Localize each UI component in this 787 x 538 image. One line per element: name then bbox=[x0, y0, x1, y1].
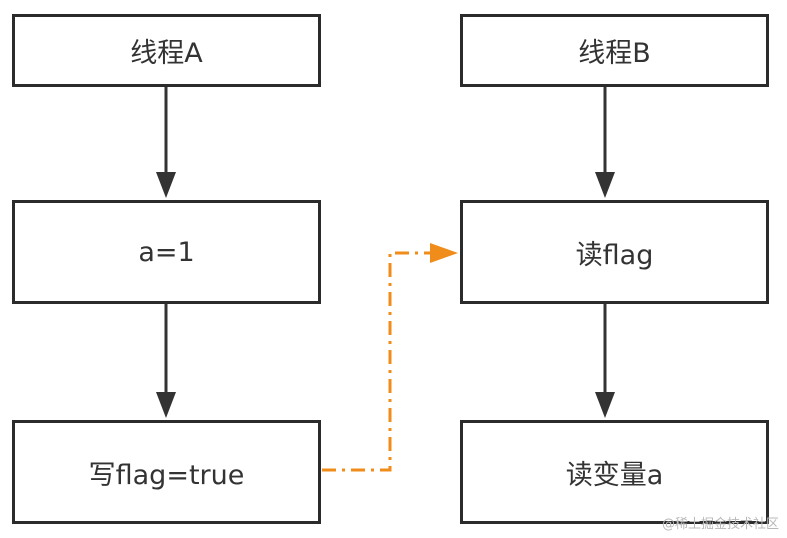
thread-a-step1-label: a=1 bbox=[138, 236, 195, 268]
thread-a-title: 线程A bbox=[130, 38, 203, 69]
arrowhead-a-step2 bbox=[156, 392, 176, 418]
thread-b-step1-label: 读flag bbox=[575, 239, 654, 271]
thread-b-step1-box: 读flag bbox=[460, 200, 769, 304]
thread-b-step2-box: 读变量a bbox=[460, 420, 769, 524]
thread-a-step2-label: 写flag=true bbox=[88, 459, 245, 491]
thread-a-step2-box: 写flag=true bbox=[12, 420, 321, 524]
cross-thread-connector bbox=[322, 251, 432, 472]
thread-a-title-box: 线程A bbox=[12, 14, 321, 87]
cross-thread-arrowhead bbox=[430, 243, 458, 263]
watermark: @稀土掘金技术社区 bbox=[661, 517, 779, 532]
thread-a-step1-box: a=1 bbox=[12, 200, 321, 304]
thread-b-step2-label: 读变量a bbox=[565, 459, 664, 491]
arrowhead-b-step2 bbox=[595, 392, 615, 418]
arrowhead-a-step1 bbox=[156, 172, 176, 198]
thread-b-title-box: 线程B bbox=[460, 14, 769, 87]
thread-b-title: 线程B bbox=[578, 38, 651, 69]
arrowhead-b-step1 bbox=[595, 172, 615, 198]
